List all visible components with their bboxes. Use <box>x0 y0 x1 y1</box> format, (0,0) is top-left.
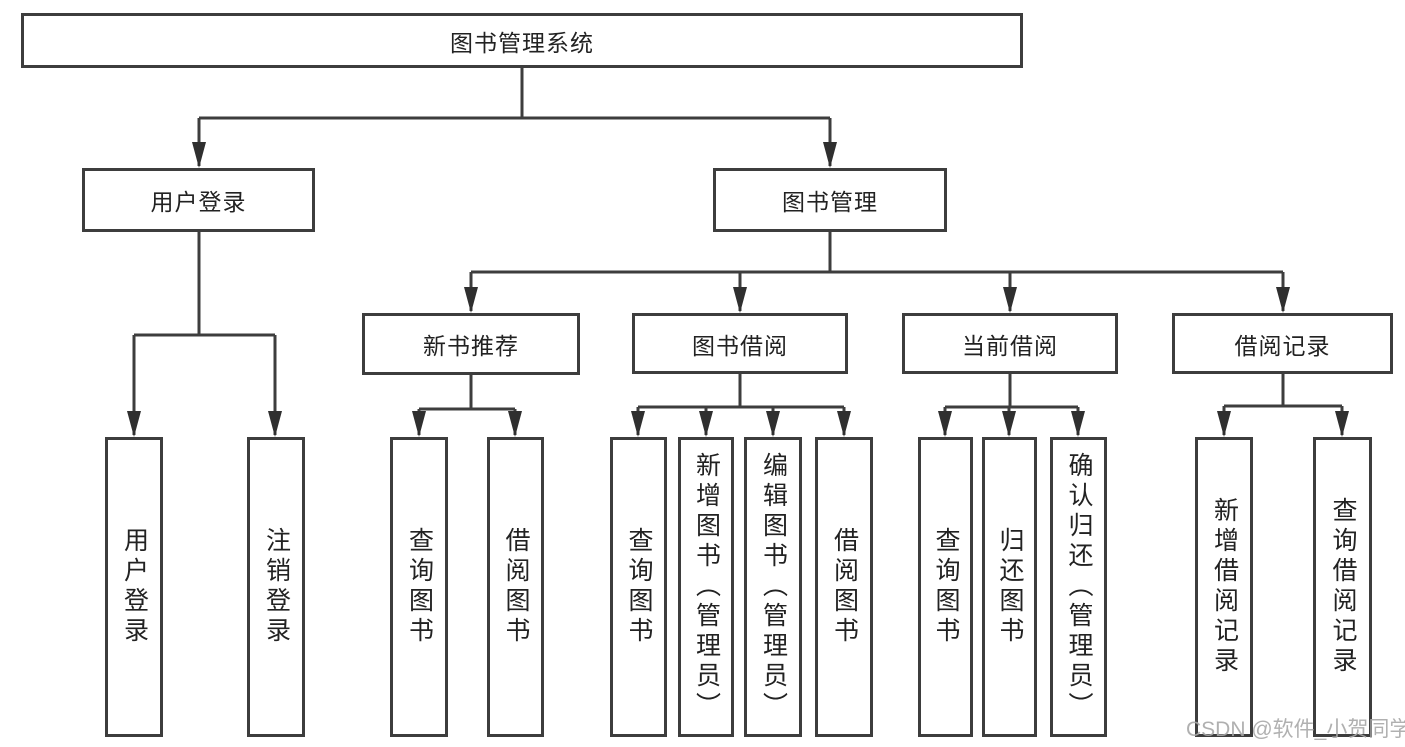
node-label: 查询图书 <box>625 527 653 647</box>
leaf-borrow-books-borrowing: 借阅图书 <box>815 437 873 737</box>
node-new-book-recommendation: 新书推荐 <box>362 313 580 375</box>
node-user-login: 用户登录 <box>82 168 315 232</box>
node-book-management: 图书管理 <box>713 168 947 232</box>
arrowheads-path <box>127 142 1349 437</box>
node-label: 查询借阅记录 <box>1329 497 1357 677</box>
node-label: 确认归还（管理员） <box>1065 452 1093 722</box>
leaf-query-books-current: 查询图书 <box>918 437 973 737</box>
connector-lines-path <box>132 68 1344 435</box>
node-label: 新增借阅记录 <box>1210 497 1239 677</box>
csdn-watermark: CSDN @软件_小贺同学 <box>1186 718 1405 741</box>
leaf-add-books-admin: 新增图书（管理员） <box>678 437 734 737</box>
leaf-query-borrow-record: 查询借阅记录 <box>1313 437 1372 737</box>
node-label: 当前借阅 <box>962 332 1058 359</box>
node-label: 图书借阅 <box>692 332 788 359</box>
leaf-query-books-recommend: 查询图书 <box>390 437 448 737</box>
node-label: 注销登录 <box>262 527 291 647</box>
leaf-confirm-return-admin: 确认归还（管理员） <box>1050 437 1107 737</box>
node-label: 用户登录 <box>120 527 149 647</box>
leaf-return-books: 归还图书 <box>982 437 1037 737</box>
leaf-query-books-borrowing: 查询图书 <box>610 437 667 737</box>
node-book-borrowing: 图书借阅 <box>632 313 848 374</box>
node-label: 查询图书 <box>932 527 960 647</box>
node-label: 用户登录 <box>150 189 247 215</box>
leaf-user-login: 用户登录 <box>105 437 163 737</box>
leaf-borrow-books-recommend: 借阅图书 <box>487 437 544 737</box>
node-label: 编辑图书（管理员） <box>759 452 788 722</box>
node-label: 借阅记录 <box>1234 332 1331 359</box>
node-label: 新书推荐 <box>423 333 519 359</box>
node-label: 查询图书 <box>405 527 434 647</box>
node-label: 新增图书（管理员） <box>692 452 721 722</box>
node-borrowing-records: 借阅记录 <box>1172 313 1393 374</box>
leaf-logout: 注销登录 <box>247 437 305 737</box>
leaf-edit-books-admin: 编辑图书（管理员） <box>744 437 802 737</box>
node-root-library-management-system: 图书管理系统 <box>21 13 1023 68</box>
node-label: 归还图书 <box>996 527 1024 647</box>
leaf-add-borrow-record: 新增借阅记录 <box>1195 437 1253 737</box>
node-current-borrowing: 当前借阅 <box>902 313 1118 374</box>
node-label: 借阅图书 <box>502 527 530 647</box>
node-label: 图书管理 <box>782 189 878 215</box>
node-label: 借阅图书 <box>830 527 859 647</box>
node-label: 图书管理系统 <box>450 29 594 56</box>
